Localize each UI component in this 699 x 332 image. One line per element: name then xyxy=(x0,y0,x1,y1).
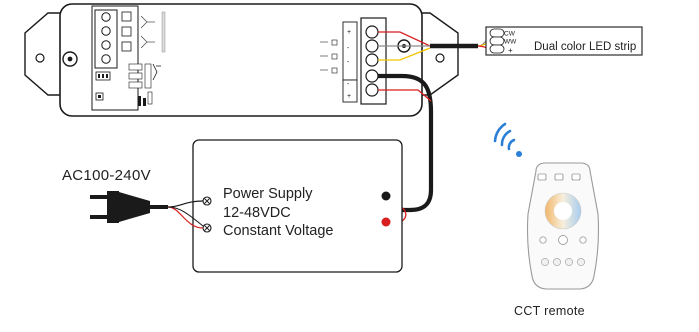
ac-cord xyxy=(167,200,204,229)
power-supply xyxy=(192,139,403,273)
out-minus-mark-1: - xyxy=(347,45,350,52)
in-plus-mark: + xyxy=(347,93,351,100)
wireless-signal-icon xyxy=(493,122,522,157)
power-supply-title: Power Supply xyxy=(223,186,313,202)
remote-left-button xyxy=(539,236,547,244)
power-supply-label: Power Supply 12-48VDC Constant Voltage xyxy=(223,185,333,241)
out-minus-mark-2: - xyxy=(347,59,350,66)
mounting-hole-right xyxy=(435,53,445,63)
power-supply-type: Constant Voltage xyxy=(223,223,334,239)
remote-right-button xyxy=(579,236,587,244)
terminal-ww-label: WW xyxy=(504,39,517,46)
cct-remote xyxy=(526,162,600,290)
led-strip: CW WW + xyxy=(485,26,643,56)
dc-output-positive xyxy=(381,217,391,227)
in-minus-mark: - xyxy=(347,81,350,88)
sync-terminal-block xyxy=(94,9,118,69)
cct-remote-label: CCT remote xyxy=(514,304,585,318)
dc-input-cable xyxy=(378,73,434,213)
remote-power-button xyxy=(558,235,568,245)
ac-input-label: AC100-240V xyxy=(62,167,151,184)
power-supply-voltage: 12-48VDC xyxy=(223,204,291,221)
ac-plug xyxy=(90,191,168,223)
terminal-plus-label: + xyxy=(508,46,513,55)
led-controller: + - - - + xyxy=(24,3,459,117)
led-strip-label: Dual color LED strip xyxy=(534,41,637,53)
out-plus-mark: + xyxy=(347,29,351,36)
mounting-hole-left xyxy=(35,53,45,63)
dc-output-negative xyxy=(381,191,391,201)
terminal-cw-label: CW xyxy=(504,31,516,38)
